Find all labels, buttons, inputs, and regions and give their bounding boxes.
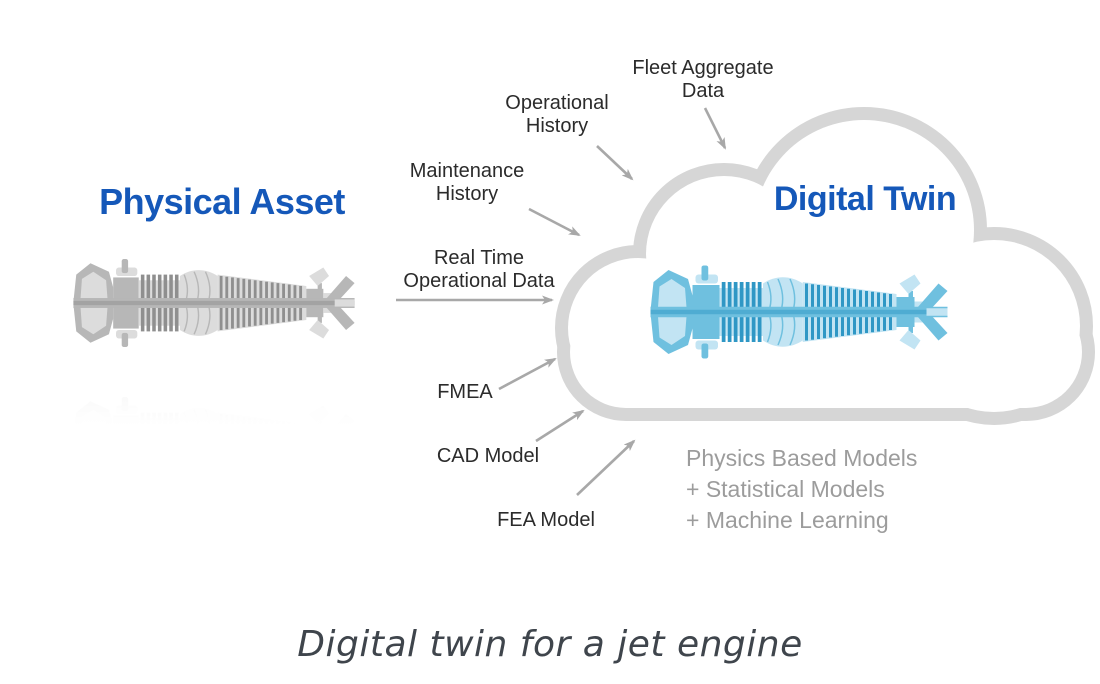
digital-twin-engine-graphic (620, 237, 978, 387)
physical-asset-title: Physical Asset (99, 181, 345, 222)
label-line: FMEA (437, 381, 493, 403)
physical-engine-graphic (22, 232, 406, 374)
label-fea-model: FEA Model (446, 509, 646, 532)
label-line: History (525, 115, 589, 137)
digital-twin-title: Digital Twin (773, 180, 957, 218)
label-real-time-operational-data: Real Time Operational Data (379, 247, 579, 293)
label-fmea: FMEA (365, 381, 565, 404)
label-maintenance-history: Maintenance History (367, 160, 567, 206)
label-line: Maintenance (409, 160, 525, 182)
reflection-fade (22, 374, 406, 430)
note-line: + Machine Learning (686, 507, 889, 533)
label-line: Operational (505, 92, 609, 114)
label-line: Operational Data (403, 270, 555, 292)
note-line: Physics Based Models (686, 445, 918, 471)
label-line: History (435, 183, 499, 205)
label-cad-model: CAD Model (388, 445, 588, 468)
label-line: Real Time (433, 247, 525, 269)
model-components-note: Physics Based Models + Statistical Model… (686, 443, 917, 536)
label-line: Fleet Aggregate (632, 57, 774, 79)
label-line: FEA Model (497, 509, 595, 531)
caption: Digital twin for a jet engine (297, 624, 803, 665)
physical-engine-reflection (22, 374, 406, 430)
label-line: CAD Model (436, 445, 540, 467)
label-fleet-aggregate-data: Fleet Aggregate Data (603, 57, 803, 103)
label-operational-history: Operational History (457, 92, 657, 138)
note-line: + Statistical Models (686, 476, 885, 502)
label-line: Data (681, 80, 725, 102)
